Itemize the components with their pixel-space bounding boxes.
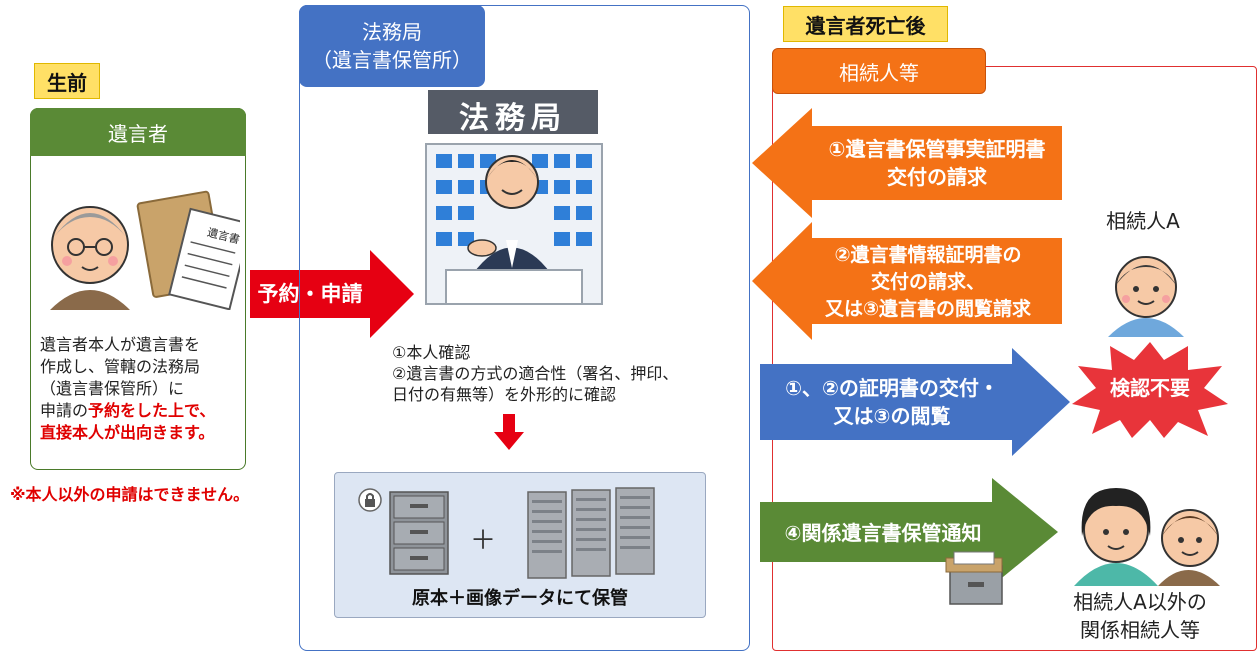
plus-sign: ＋	[469, 526, 496, 556]
heir-a-label: 相続人A	[1106, 209, 1180, 233]
locked-cabinet-icon	[358, 488, 449, 575]
request-arrow-2-label: ②遺言書情報証明書の 交付の請求、 又は③遺言書の閲覧請求	[794, 240, 1062, 324]
legal-affairs-building-illustration	[425, 90, 603, 305]
testator-panel-title: 遺言者	[30, 108, 246, 156]
request-arrow-2-line2: 交付の請求、	[870, 270, 985, 293]
heirs-panel	[772, 66, 1257, 651]
storage-caption: 原本＋画像データにて保管	[412, 588, 628, 609]
no-probate-burst-icon	[1072, 342, 1228, 438]
other-heirs-line2: 関係相続人等	[1080, 618, 1200, 642]
legal-affairs-title-line1: 法務局	[362, 20, 422, 44]
other-heirs-label: 相続人A以外の 関係相続人等	[1040, 588, 1240, 644]
request-arrow-2-line1: ②遺言書情報証明書の	[834, 243, 1022, 266]
testator-desc-line4: 申請の予約をした上で、	[40, 400, 246, 422]
self-only-note: ※本人以外の申請はできません。	[10, 485, 250, 504]
building-sign: 法務局	[459, 101, 567, 136]
request-arrow-2	[752, 222, 1062, 340]
notice-arrow-label: ④関係遺言書保管通知	[784, 521, 982, 545]
legal-affairs-title-line2: （遺言書保管所）	[312, 48, 472, 72]
testator-desc-line5: 直接本人が出向きます。	[40, 423, 215, 442]
servers-icon	[527, 487, 655, 579]
legal-affairs-panel	[299, 5, 750, 651]
testator-desc-line4a: 申請の	[40, 401, 89, 420]
apply-arrow	[250, 250, 414, 338]
before-death-tag: 生前	[34, 63, 100, 99]
down-arrow-icon	[494, 414, 524, 450]
issue-arrow	[760, 348, 1070, 456]
request-arrow-2-line3: 又は③遺言書の閲覧請求	[824, 297, 1032, 320]
testator-desc-line2: 作成し、管轄の法務局	[40, 357, 201, 376]
testator-desc-line3: （遺言書保管所）に	[40, 379, 185, 398]
testator-desc-line4b: 予約をした上で、	[88, 401, 216, 420]
check-line3: 日付の有無等）を外形的に確認	[392, 385, 617, 404]
check-line2: ②遺言書の方式の適合性（署名、押印、	[392, 364, 679, 383]
elderly-testator-illustration: 遺言書	[50, 190, 240, 310]
legal-affairs-title: 法務局 （遺言書保管所）	[299, 5, 485, 87]
issue-arrow-label: ①、②の証明書の交付・ 又は③の閲覧	[760, 366, 1024, 438]
issue-arrow-line2: 又は③の閲覧	[833, 404, 951, 428]
heir-a-illustration	[1108, 256, 1184, 337]
request-arrow-1-line2: 交付の請求	[887, 165, 987, 189]
check-line1: ①本人確認	[392, 343, 471, 362]
request-arrow-1	[752, 108, 1062, 218]
request-arrow-1-label: ①遺言書保管事実証明書 交付の請求	[812, 126, 1062, 200]
testator-desc-line1: 遺言者本人が遺言書を	[40, 335, 201, 354]
no-probate-label: 検認不要	[1110, 376, 1190, 400]
document-cabinet-icon	[945, 551, 1003, 605]
heirs-panel-title: 相続人等	[772, 48, 986, 94]
request-arrow-1-line1: ①遺言書保管事実証明書	[828, 137, 1046, 161]
issue-arrow-line1: ①、②の証明書の交付・	[785, 376, 999, 400]
other-heirs-illustration	[1074, 488, 1220, 586]
after-death-tag: 遺言者死亡後	[783, 6, 948, 42]
other-heirs-line1: 相続人A以外の	[1073, 590, 1207, 614]
apply-arrow-label: 予約・申請	[257, 282, 363, 306]
